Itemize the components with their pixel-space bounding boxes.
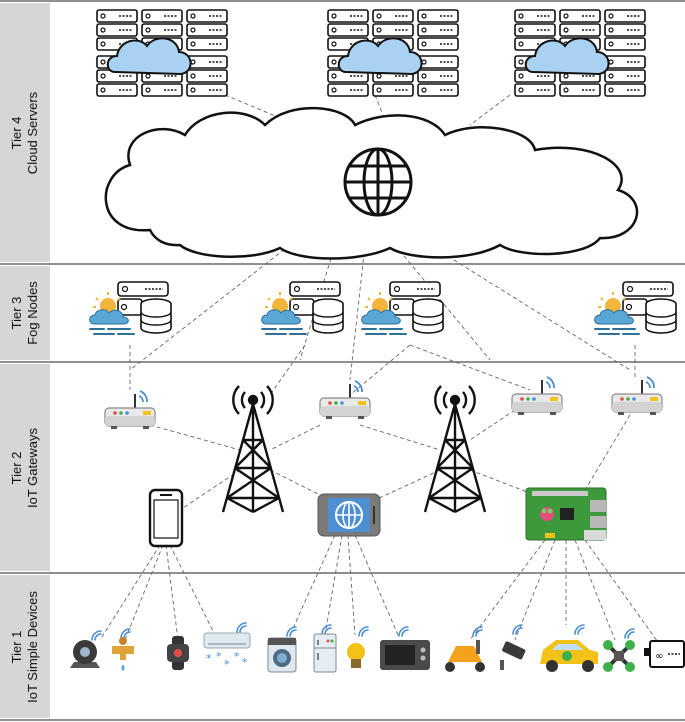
microwave-icon (380, 626, 430, 670)
security-camera-icon (70, 630, 102, 668)
svg-text:*: * (216, 650, 222, 663)
light-bulb-icon (347, 626, 369, 668)
drone-icon (603, 628, 635, 672)
wifi-router-icon (104, 390, 156, 430)
wifi-router-icon (511, 376, 563, 416)
wifi-router-icon (319, 380, 371, 420)
fog-node-icon (260, 281, 344, 335)
svg-text:*: * (206, 652, 212, 665)
svg-text:*: * (234, 650, 240, 663)
scooter-icon (445, 626, 485, 672)
tier-divider (0, 263, 685, 265)
cctv-camera-icon (500, 624, 526, 670)
globe-icon (343, 147, 413, 217)
tier-divider (0, 0, 685, 2)
raspberry-pi-board-icon (525, 487, 607, 541)
smartwatch-icon (167, 636, 189, 670)
svg-text:*: * (224, 658, 230, 671)
svg-text:*: * (242, 656, 248, 669)
tier-divider (0, 719, 685, 721)
wifi-router-icon (611, 376, 663, 416)
cloud-server-cluster-icon (515, 10, 645, 96)
fog-node-icon (593, 281, 677, 335)
cloud-server-cluster-icon (328, 10, 458, 96)
network-links (99, 94, 661, 646)
tablet-globe-icon (317, 493, 381, 537)
cell-tower-icon (221, 384, 285, 514)
smart-faucet-icon (112, 628, 134, 671)
air-conditioner-icon: *** ** (203, 622, 251, 671)
tier-divider (0, 361, 685, 363)
refrigerator-icon (313, 624, 337, 673)
washing-machine-icon (267, 626, 297, 673)
car-icon (540, 624, 598, 672)
fog-node-icon (88, 281, 172, 335)
smartphone-icon (148, 488, 184, 548)
cloud-server-cluster-icon (97, 10, 227, 96)
svg-text:∞: ∞ (655, 651, 663, 662)
fog-node-icon (360, 281, 444, 335)
arduino-board-icon: ∞ (644, 640, 685, 668)
cell-tower-icon (423, 384, 487, 514)
tier-divider (0, 572, 685, 574)
